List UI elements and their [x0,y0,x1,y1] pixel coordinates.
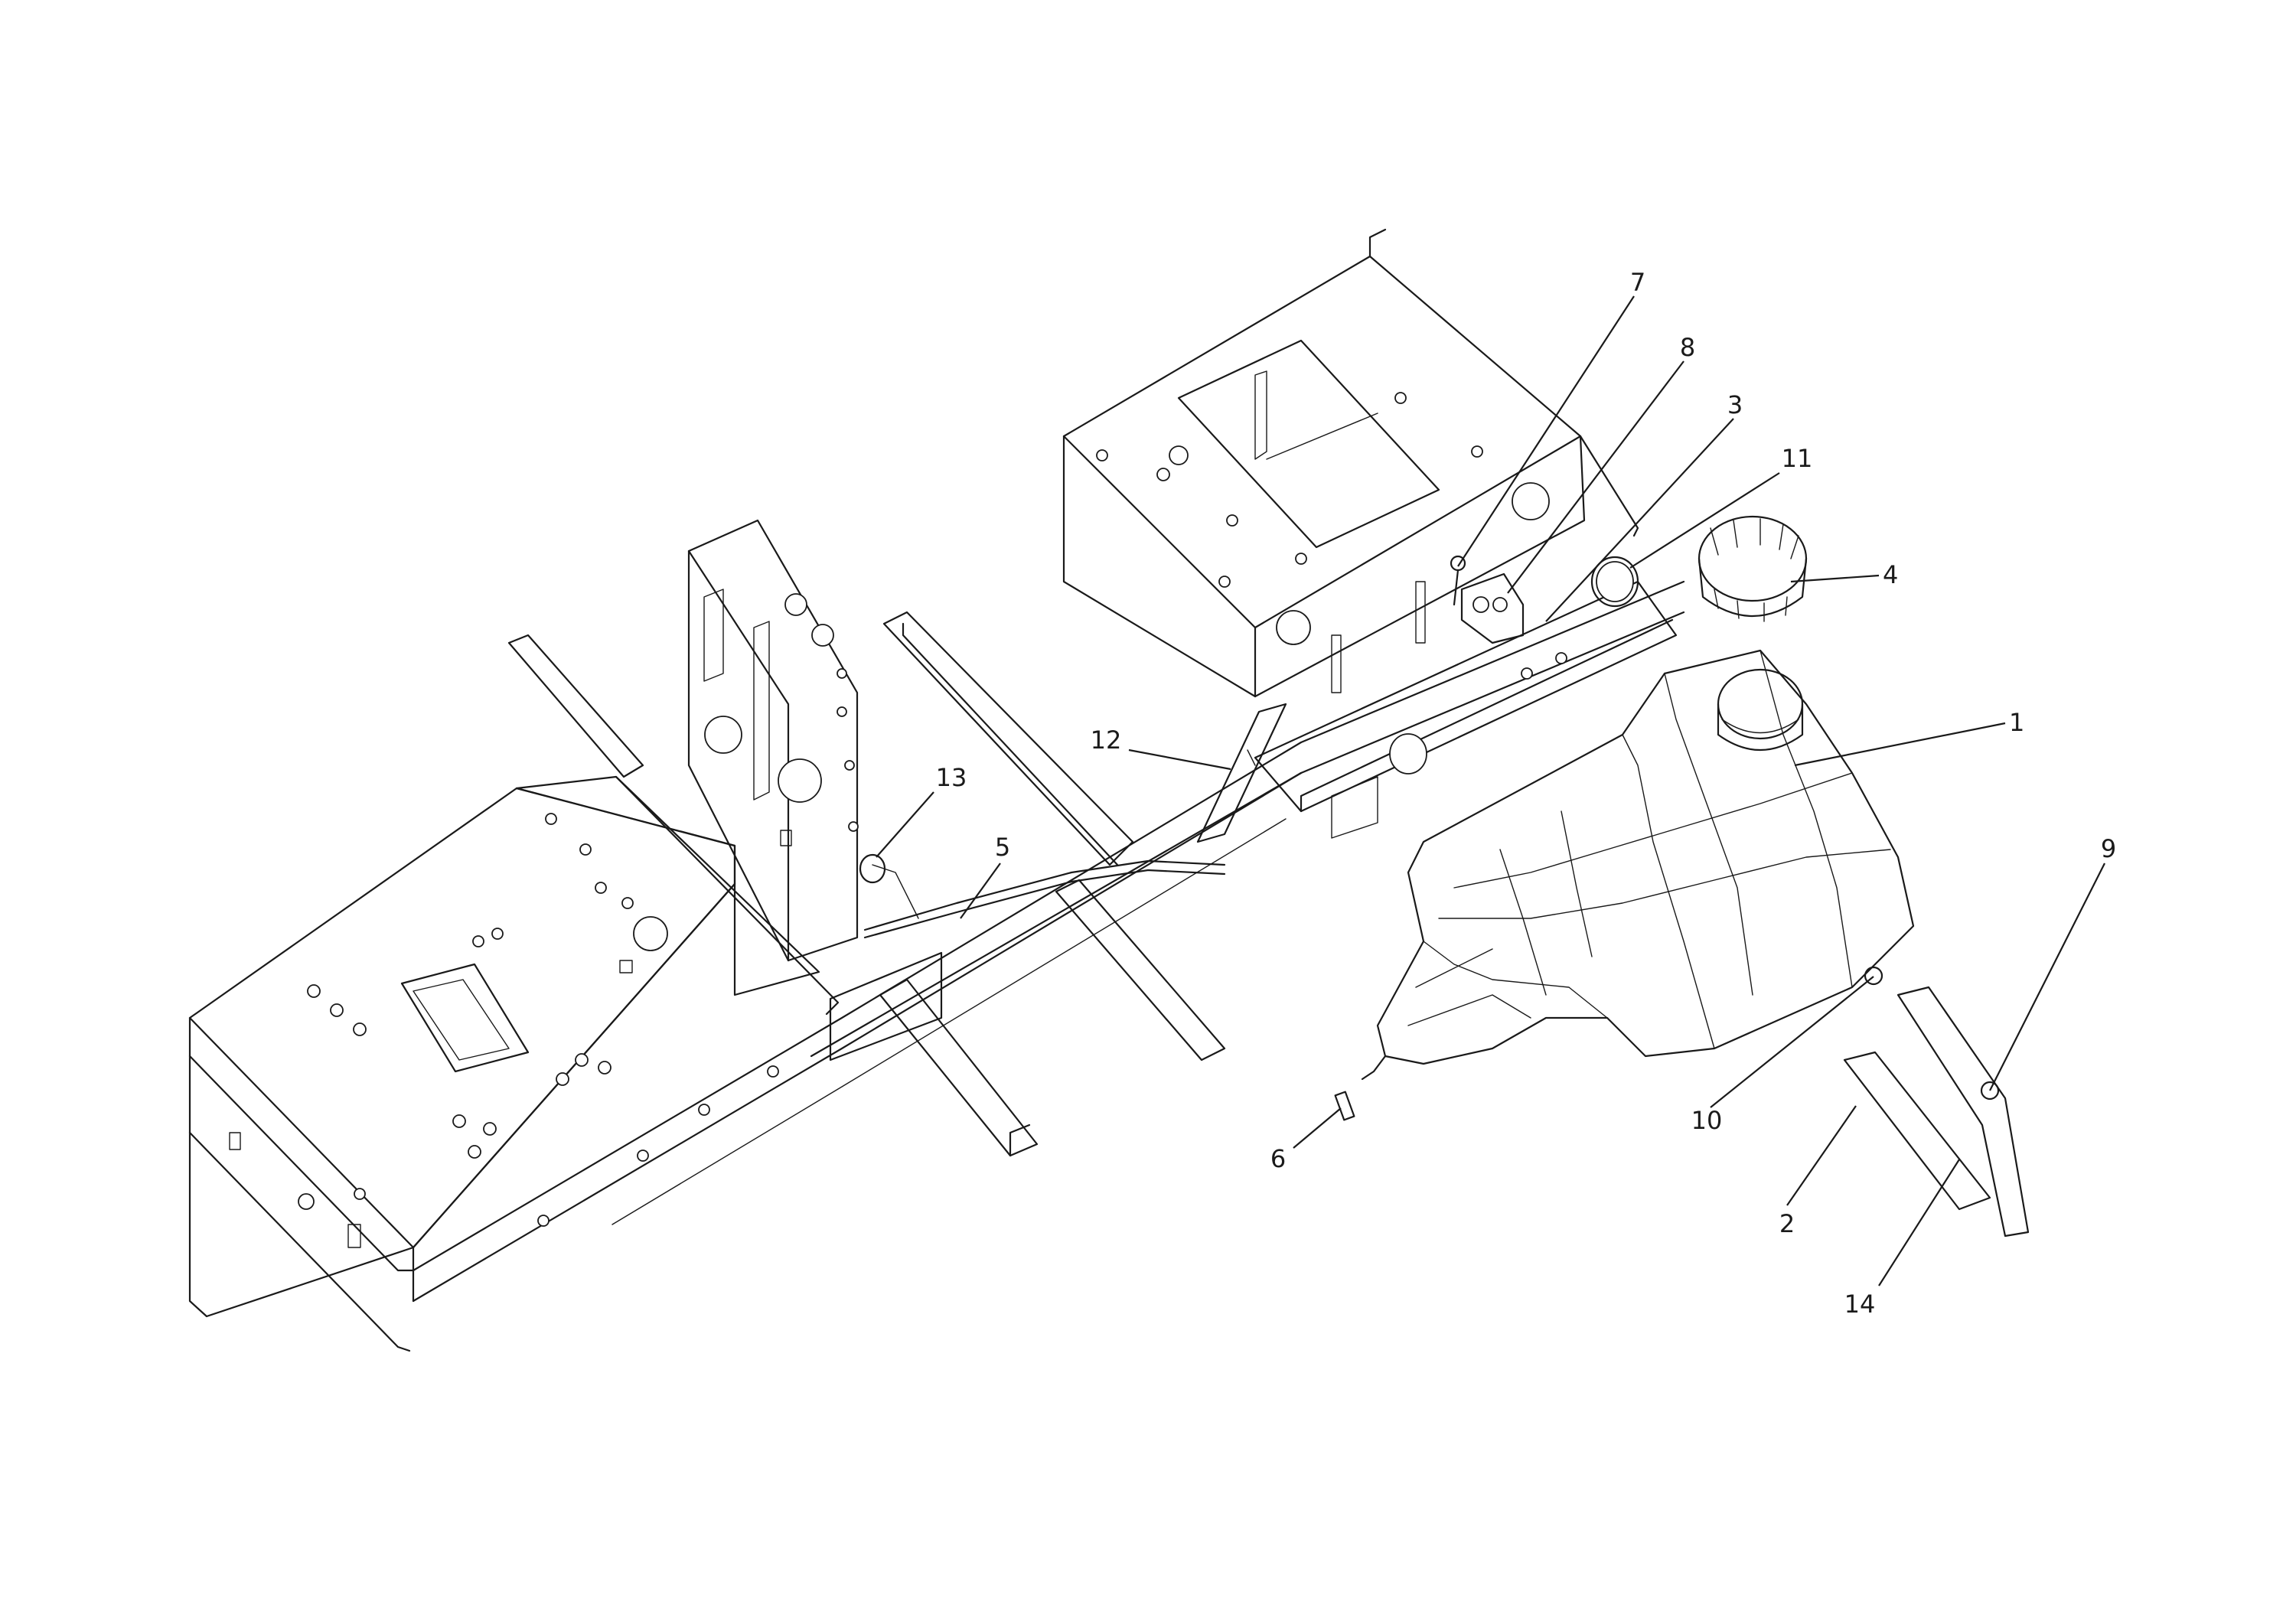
leader-14 [1878,1159,1960,1286]
leader-lines [876,295,2105,1286]
callout-2: 2 [1779,1209,1795,1238]
callout-14: 14 [1844,1290,1876,1319]
leader-7 [1457,295,1635,567]
fuel-gauge-12 [1196,703,1287,843]
leader-1 [1794,722,2006,767]
leader-5 [960,863,1001,919]
callout-13: 13 [936,763,967,792]
rear-engine-box [1062,228,1639,698]
callout-6: 6 [1270,1144,1286,1173]
leader-4 [1790,574,1880,583]
fitting-13 [859,853,886,884]
chassis-frame [188,228,1685,1352]
cross-members [507,611,1226,1157]
nut-10 [1864,966,1883,986]
leader-3 [1545,418,1734,622]
bolt-7 [1450,555,1466,606]
leader-9 [1989,863,2105,1091]
leader-11 [1629,472,1780,569]
callout-9: 9 [2101,834,2116,863]
leader-8 [1507,360,1684,594]
front-deck-plate [188,787,736,1352]
leader-12 [1128,748,1231,771]
callout-10: 10 [1691,1106,1723,1135]
side-rail [412,580,1685,1303]
rear-cross-beam [1254,561,1678,839]
callout-labels: 1 2 3 4 5 6 7 8 9 10 11 12 13 14 [936,268,2117,1319]
mounting-bracket-3 [1460,572,1525,644]
leader-2 [1786,1105,1857,1206]
callout-3: 3 [1727,390,1743,419]
leader-10 [1710,976,1874,1108]
grommet-11 [1590,556,1639,608]
callout-7: 7 [1630,268,1645,297]
mid-plate [515,775,840,1016]
seat-upright [687,519,859,962]
callout-8: 8 [1680,333,1695,362]
callout-12: 12 [1091,726,1122,755]
leader-13 [876,791,934,858]
tank-bracket-2 [1843,1051,1991,1211]
callout-11: 11 [1782,444,1813,473]
fuel-cap [1698,515,1808,622]
tank-bracket-14 [1896,986,2030,1238]
screw-9 [1980,1081,2000,1101]
fuel-tank [1361,649,1915,1081]
fuel-line [863,859,1226,939]
leader-6 [1293,1107,1342,1149]
callout-5: 5 [995,833,1010,862]
callout-4: 4 [1883,560,1898,589]
callout-1: 1 [2009,708,2024,737]
hose-clamp-6 [1334,1091,1355,1121]
